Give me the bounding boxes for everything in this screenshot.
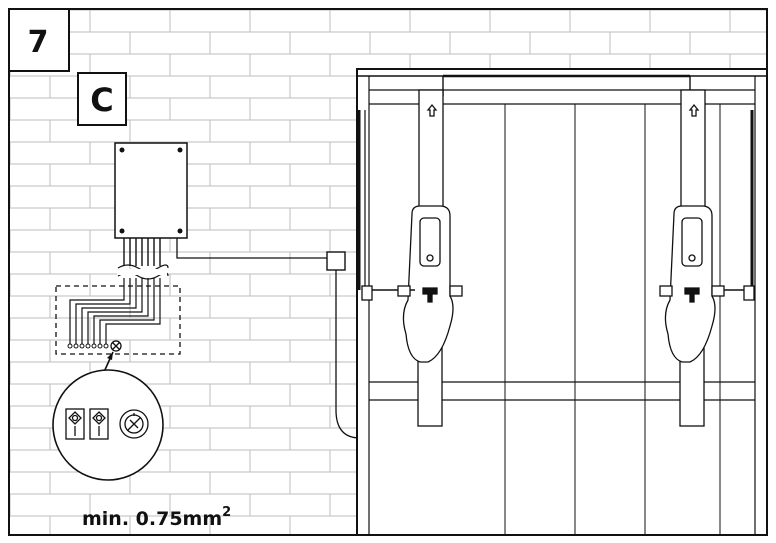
left-gate-opener: [361, 89, 463, 427]
step-badge: 7: [8, 8, 70, 72]
step-number: 7: [28, 25, 49, 60]
control-box: [114, 142, 188, 239]
power-cable: [176, 238, 330, 259]
ground-terminal-icon: [110, 340, 122, 352]
terminal-lug-icon: [65, 408, 85, 440]
terminal-lug-icon: [89, 408, 109, 440]
terminal-block: [55, 278, 181, 355]
wire-gauge-label: min. 0.75mm2: [82, 505, 231, 530]
junction-box: [326, 251, 346, 271]
variant-letter: C: [90, 81, 113, 119]
cable-break-gap: [117, 269, 167, 275]
variant-badge: C: [77, 72, 127, 126]
right-gate-opener: [659, 89, 755, 427]
ground-symbol-icon: [119, 409, 149, 439]
connector-detail-circle: [52, 369, 164, 481]
arrow-head-icon: [107, 352, 113, 360]
